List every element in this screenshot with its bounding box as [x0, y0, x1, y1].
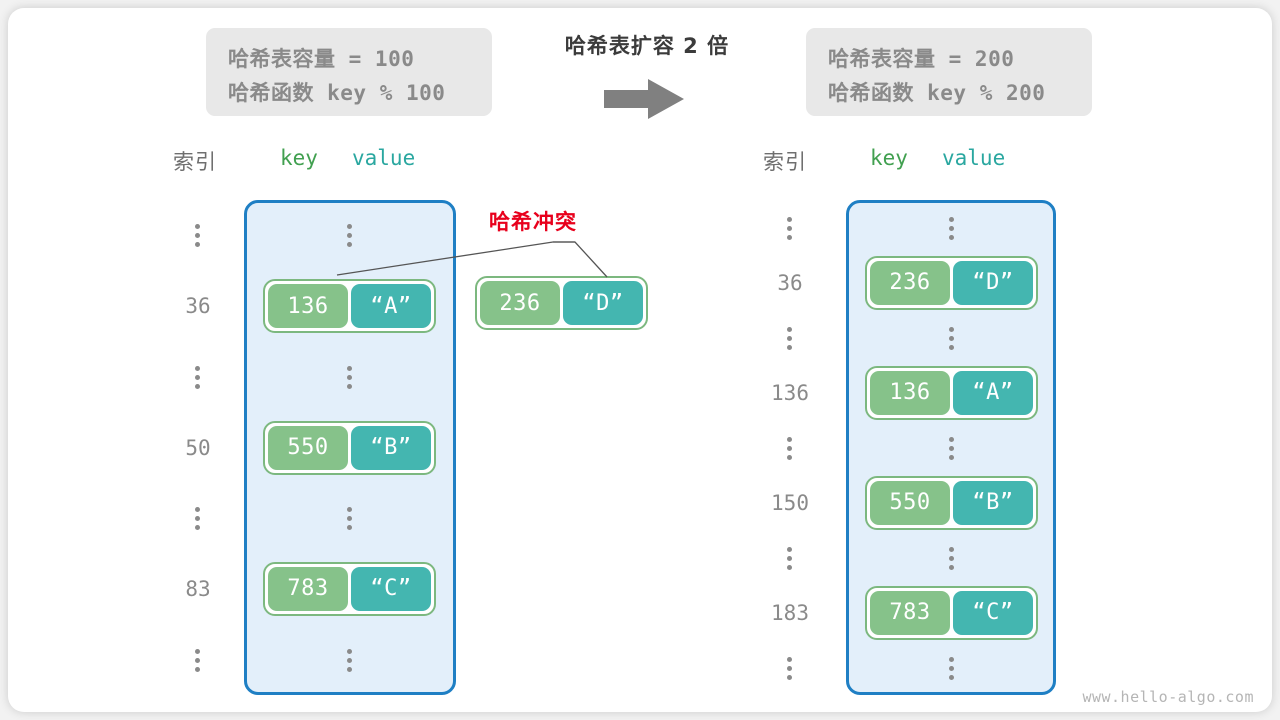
right-pair-key: 783: [870, 590, 950, 635]
after-hashfunc-line: 哈希函数 key % 200: [828, 81, 1046, 105]
right-pair-key: 136: [870, 370, 950, 415]
colliding-pair-key: 236: [480, 281, 560, 325]
right-row-ellipsis-icon: [948, 326, 955, 351]
right-table-pair[interactable]: 236“D”: [865, 255, 1038, 310]
colliding-pair-value: “D”: [563, 281, 643, 325]
collision-label: 哈希冲突: [489, 210, 577, 234]
left-index-column: 36 50 83: [160, 200, 236, 695]
right-pair-value: “C”: [953, 590, 1033, 635]
right-pair-value: “D”: [953, 260, 1033, 305]
extend-caption: 哈希表扩容 2 倍: [564, 34, 730, 58]
left-pair-value: “B”: [351, 425, 431, 470]
left-index-ellipsis-icon: [195, 224, 201, 248]
hashtable-before-info-box: 哈希表容量 = 100 哈希函数 key % 100: [206, 28, 492, 116]
before-hashfunc-line: 哈希函数 key % 100: [228, 81, 446, 105]
left-index-label: 36: [185, 294, 211, 319]
hashtable-after-info-box: 哈希表容量 = 200 哈希函数 key % 200: [806, 28, 1092, 116]
right-index-ellipsis-icon: [787, 326, 793, 351]
after-capacity-line: 哈希表容量 = 200: [828, 47, 1015, 71]
right-header-value: value: [942, 146, 1006, 170]
right-index-label: 36: [777, 270, 803, 295]
right-pair-value: “B”: [953, 480, 1033, 525]
left-column-headers: 索引 key value: [150, 146, 490, 176]
right-table-pair[interactable]: 783“C”: [865, 585, 1038, 640]
right-row-ellipsis-icon: [948, 656, 955, 681]
right-header-key: key: [870, 146, 908, 170]
right-header-index: 索引: [763, 150, 807, 174]
left-row-ellipsis-icon: [346, 648, 353, 673]
right-pair-value: “A”: [953, 370, 1033, 415]
right-index-label: 136: [771, 380, 809, 405]
right-column-headers: 索引 key value: [740, 146, 1080, 176]
left-pair-key: 783: [268, 566, 348, 611]
left-index-ellipsis-icon: [195, 365, 201, 390]
colliding-pair[interactable]: 236 “D”: [475, 276, 648, 330]
right-index-label: 150: [771, 490, 809, 515]
left-index-label: 50: [185, 435, 211, 460]
right-row-ellipsis-icon: [948, 546, 955, 571]
right-index-column: 36 136 150 183: [752, 200, 828, 695]
arrow-right-icon: [604, 79, 684, 119]
left-pair-value: “C”: [351, 566, 431, 611]
left-table-pair[interactable]: 136“A”: [263, 279, 436, 334]
left-pair-value: “A”: [351, 284, 431, 329]
right-table-pair[interactable]: 136“A”: [865, 365, 1038, 420]
left-header-value: value: [352, 146, 416, 170]
left-index-label: 83: [185, 576, 211, 601]
left-table-pair[interactable]: 550“B”: [263, 420, 436, 475]
left-index-ellipsis-icon: [195, 648, 201, 673]
right-pair-key: 236: [870, 260, 950, 305]
diagram-card: [8, 8, 1272, 712]
before-capacity-line: 哈希表容量 = 100: [228, 47, 415, 71]
right-index-ellipsis-icon: [787, 656, 793, 681]
right-table-pair[interactable]: 550“B”: [865, 475, 1038, 530]
left-row-ellipsis-icon: [346, 365, 353, 390]
right-index-label: 183: [771, 600, 809, 625]
left-table-pair[interactable]: 783“C”: [263, 561, 436, 616]
left-header-index: 索引: [173, 150, 217, 174]
left-pair-key: 550: [268, 425, 348, 470]
right-index-ellipsis-icon: [787, 546, 793, 571]
right-row-ellipsis-icon: [948, 436, 955, 461]
right-index-ellipsis-icon: [787, 436, 793, 461]
watermark: www.hello-algo.com: [1082, 688, 1254, 706]
right-index-ellipsis-icon: [787, 216, 793, 241]
left-header-key: key: [280, 146, 318, 170]
left-pair-key: 136: [268, 284, 348, 329]
left-row-ellipsis-icon: [346, 507, 353, 531]
right-pair-key: 550: [870, 480, 950, 525]
left-index-ellipsis-icon: [195, 507, 201, 531]
right-row-ellipsis-icon: [948, 216, 955, 241]
left-row-ellipsis-icon: [346, 224, 353, 248]
